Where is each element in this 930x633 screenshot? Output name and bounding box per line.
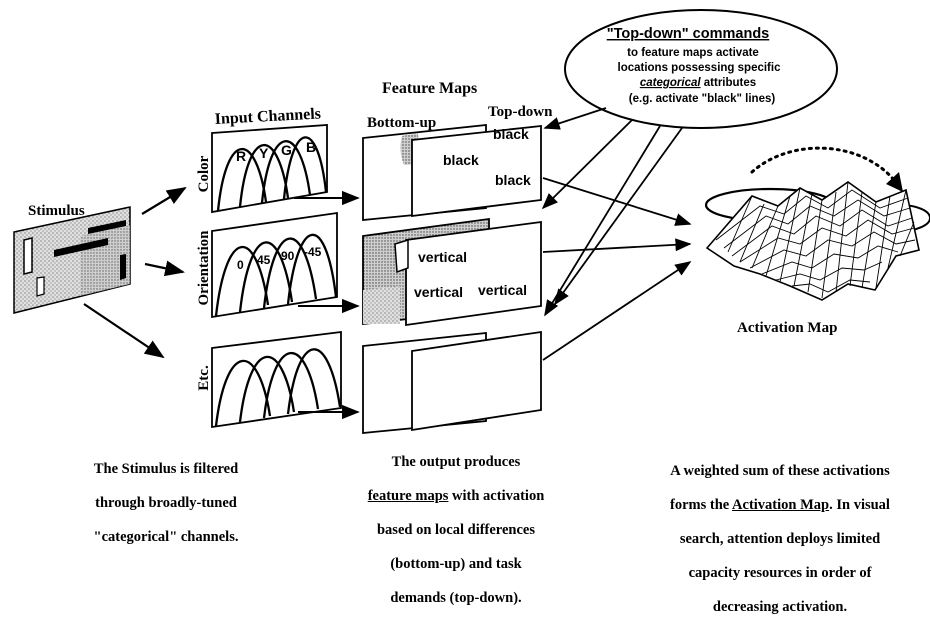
feature-maps-color: black black black xyxy=(362,123,542,221)
commands-line: locations possessing specific xyxy=(618,62,782,74)
top-down-arrows xyxy=(541,107,683,317)
caption-line: capacity resources in order of xyxy=(688,565,872,581)
tuning-label: Y xyxy=(259,145,269,161)
stimulus-label: Stimulus xyxy=(28,203,85,219)
top-down-commands-bubble: "Top-down" commands to feature maps acti… xyxy=(564,9,838,129)
top-down-heading: Top-down xyxy=(488,104,553,120)
caption-line: "categorical" channels. xyxy=(93,529,239,545)
caption-line: The output produces xyxy=(391,454,521,470)
commands-line: to feature maps activate xyxy=(627,47,759,59)
channel-orientation-label: Orientation xyxy=(196,230,212,306)
top-down-map-color xyxy=(411,124,542,218)
caption-line: based on local differences xyxy=(376,522,535,538)
tuning-label: G xyxy=(281,142,292,158)
top-down-word: vertical xyxy=(478,282,527,298)
channel-to-map-arrows xyxy=(294,190,360,420)
commands-line: (e.g. activate "black" lines) xyxy=(629,93,776,105)
caption-line: A weighted sum of these activations xyxy=(670,463,890,479)
tuning-label: B xyxy=(306,139,316,155)
commands-title: "Top-down" commands xyxy=(607,26,770,42)
stimulus-black-bar-top xyxy=(88,220,126,234)
channel-etc-label: Etc. xyxy=(196,365,212,391)
stimulus-caption: The Stimulus is filtered through broadly… xyxy=(66,444,266,563)
activation-map-label: Activation Map xyxy=(737,320,837,336)
stimulus-panel: Stimulus xyxy=(13,203,131,314)
activation-mesh xyxy=(715,181,916,299)
caption-line: through broadly-tuned xyxy=(95,495,237,511)
caption-line: demands (top-down). xyxy=(390,590,522,606)
feature-maps-diagram: Feature Maps Input Channels Bottom-up To… xyxy=(13,9,930,434)
feature-maps-heading: Feature Maps xyxy=(382,80,477,97)
caption-line: The Stimulus is filtered xyxy=(93,461,239,477)
tuning-label: 45 xyxy=(257,253,271,267)
map-to-activation-arrows xyxy=(542,177,692,361)
caption-line: feature maps with activation xyxy=(367,488,545,504)
channel-color: Color R Y G B xyxy=(196,124,328,214)
tuning-label: 90 xyxy=(281,249,295,263)
commands-line: categorical attributes xyxy=(640,77,756,89)
feature-maps-orientation: vertical vertical vertical xyxy=(362,217,542,327)
channel-orientation: Orientation 0 45 90 -45 xyxy=(196,211,338,319)
caption-line: (bottom-up) and task xyxy=(390,556,522,572)
top-down-word: black xyxy=(443,152,479,168)
channel-etc: Etc. xyxy=(196,330,342,429)
feature-maps-etc xyxy=(362,330,542,434)
tuning-label: R xyxy=(236,148,246,164)
bottom-up-heading: Bottom-up xyxy=(367,115,436,131)
activation-map: Activation Map xyxy=(704,146,930,336)
stimulus-vertical-white-bar xyxy=(23,237,33,275)
color-tuning-curves xyxy=(216,136,328,212)
output-caption: The output produces feature maps with ac… xyxy=(350,437,562,624)
top-down-word: black xyxy=(493,126,529,142)
stimulus-vertical-black-bar xyxy=(120,254,126,280)
stimulus-arrows xyxy=(83,186,187,359)
tuning-label: -45 xyxy=(304,245,322,259)
top-down-word: vertical xyxy=(418,249,467,265)
top-down-word: black xyxy=(495,172,531,188)
caption-line: forms the Activation Map. In visual xyxy=(670,497,890,513)
top-down-word: vertical xyxy=(414,284,463,300)
caption-line: decreasing activation. xyxy=(712,599,848,615)
input-channels-heading: Input Channels xyxy=(214,105,321,128)
top-down-map-orientation xyxy=(405,220,542,327)
top-down-map-etc xyxy=(411,330,542,432)
etc-tuning-curves xyxy=(214,348,342,427)
tuning-label: 0 xyxy=(237,258,244,272)
orientation-tuning-curves xyxy=(214,233,338,317)
channel-color-label: Color xyxy=(196,155,212,192)
stimulus-black-bar-middle xyxy=(54,238,108,257)
